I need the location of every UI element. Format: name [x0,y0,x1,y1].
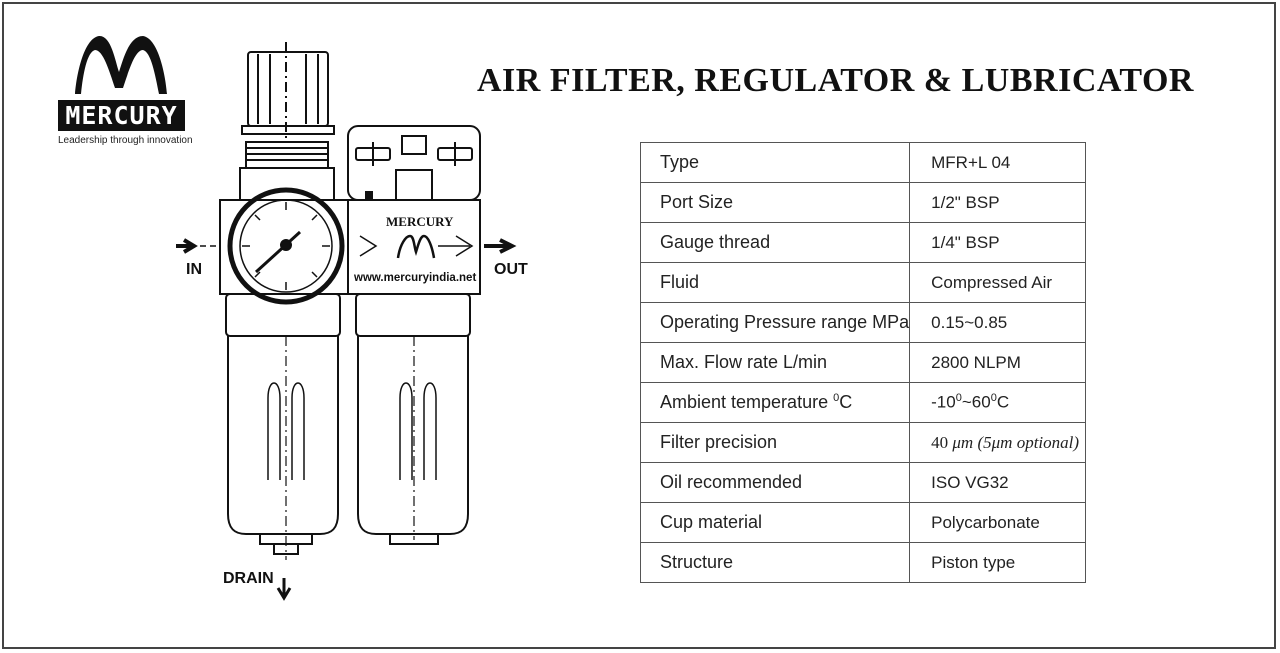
spec-label: Type [639,142,911,183]
spec-value-part: ~60 [961,392,991,412]
table-row: Structure Piston type [639,542,1086,583]
spec-label: Port Size [639,182,911,223]
table-row: Gauge thread 1/4" BSP [639,222,1086,263]
frl-unit-diagram: IN OUT DRAIN MERCURY www.mercuryindia.ne… [170,40,540,610]
website-url: www.mercuryindia.net [354,272,477,284]
degree-superscript: 0 [955,392,962,405]
logo-tagline: Leadership through innovation [58,135,193,146]
spec-label: Max. Flow rate L/min [639,342,911,383]
drain-label: DRAIN [223,570,274,587]
spec-value-part: C [996,392,1010,412]
company-logo: MERCURY Leadership through innovation [55,30,195,148]
spec-value-part: optional) [1012,432,1080,452]
spec-value-part: (5 [973,432,992,452]
spec-value-part: -10 [931,392,956,412]
spec-label: Cup material [639,502,911,543]
table-row: Type MFR+L 04 [639,142,1086,183]
spec-value: MFR+L 04 [909,142,1086,183]
spec-label-text: Ambient temperature [660,392,829,412]
spec-value: Piston type [909,542,1086,583]
spec-value-unit: μm [952,432,974,452]
degree-superscript: 0 [990,392,997,405]
logo-brand-name: MERCURY [58,100,185,131]
table-row: Operating Pressure range MPa 0.15~0.85 [639,302,1086,343]
spec-label: Oil recommended [639,462,911,503]
table-row: Port Size 1/2" BSP [639,182,1086,223]
spec-label: Fluid [639,262,911,303]
table-row: Filter precision 40 μm (5μm optional) [639,422,1086,463]
degree-superscript: 0 [833,392,840,404]
unit-brand-label: MERCURY [386,214,454,229]
spec-value-part: 40 [931,432,953,452]
spec-label: Structure [639,542,911,583]
spec-value: 40 μm (5μm optional) [909,422,1086,463]
table-row: Oil recommended ISO VG32 [639,462,1086,503]
spec-value: Polycarbonate [909,502,1086,543]
mercury-logo-mark-icon [75,35,167,94]
table-row: Max. Flow rate L/min 2800 NLPM [639,342,1086,383]
spec-value-unit: μm [991,432,1013,452]
table-row: Ambient temperature 0C -100~600C [639,382,1086,423]
spec-value: -100~600C [909,382,1086,423]
table-row: Fluid Compressed Air [639,262,1086,303]
spec-value: 1/4" BSP [909,222,1086,263]
spec-value: 2800 NLPM [909,342,1086,383]
in-port-label: IN [186,261,202,278]
spec-table: Type MFR+L 04 Port Size 1/2" BSP Gauge t… [639,142,1086,583]
spec-label: Gauge thread [639,222,911,263]
spec-label-unit: C [839,392,853,412]
frl-unit-drawing-icon [176,42,517,601]
page-title: AIR FILTER, REGULATOR & LUBRICATOR [477,62,1194,99]
spec-value: 0.15~0.85 [909,302,1086,343]
table-row: Cup material Polycarbonate [639,502,1086,543]
spec-label: Operating Pressure range MPa [639,302,911,343]
spec-value: 1/2" BSP [909,182,1086,223]
out-port-label: OUT [494,261,528,278]
spec-value: ISO VG32 [909,462,1086,503]
spec-value: Compressed Air [909,262,1086,303]
spec-label: Filter precision [639,422,911,463]
spec-label: Ambient temperature 0C [639,382,911,423]
